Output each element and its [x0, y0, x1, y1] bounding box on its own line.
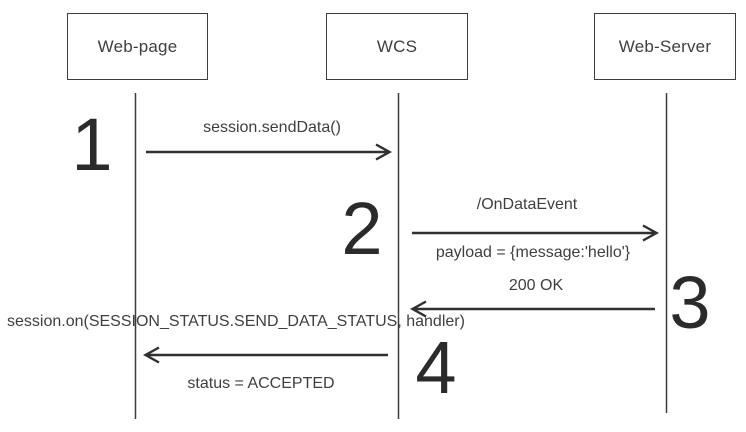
step-number-4: 4 — [415, 326, 457, 409]
message-arrow-3-left-icon — [410, 300, 655, 318]
actor-box-wcs: WCS — [326, 13, 468, 80]
message-2-payload-label: payload = {message:'hello'} — [435, 244, 631, 261]
message-1-label: session.sendData() — [203, 119, 341, 136]
actor-label-web-page: Web-page — [97, 36, 178, 56]
actor-label-web-server: Web-Server — [618, 36, 712, 56]
step-number-1: 1 — [71, 103, 113, 186]
message-2-label: /OnDataEvent — [476, 196, 578, 213]
actor-box-web-page: Web-page — [67, 13, 208, 80]
message-arrow-1-right-icon — [146, 143, 392, 161]
message-arrow-2-right-icon — [412, 224, 659, 242]
message-arrow-4-left-icon — [143, 346, 388, 364]
actor-label-wcs: WCS — [376, 36, 418, 56]
step-number-2: 2 — [341, 187, 383, 270]
message-3-label: 200 OK — [508, 277, 564, 294]
message-4-label: status = ACCEPTED — [187, 375, 335, 392]
actor-box-web-server: Web-Server — [594, 13, 736, 80]
step-number-3: 3 — [669, 261, 711, 344]
message-4-callback-label: session.on(SESSION_STATUS.SEND_DATA_STAT… — [7, 313, 465, 330]
